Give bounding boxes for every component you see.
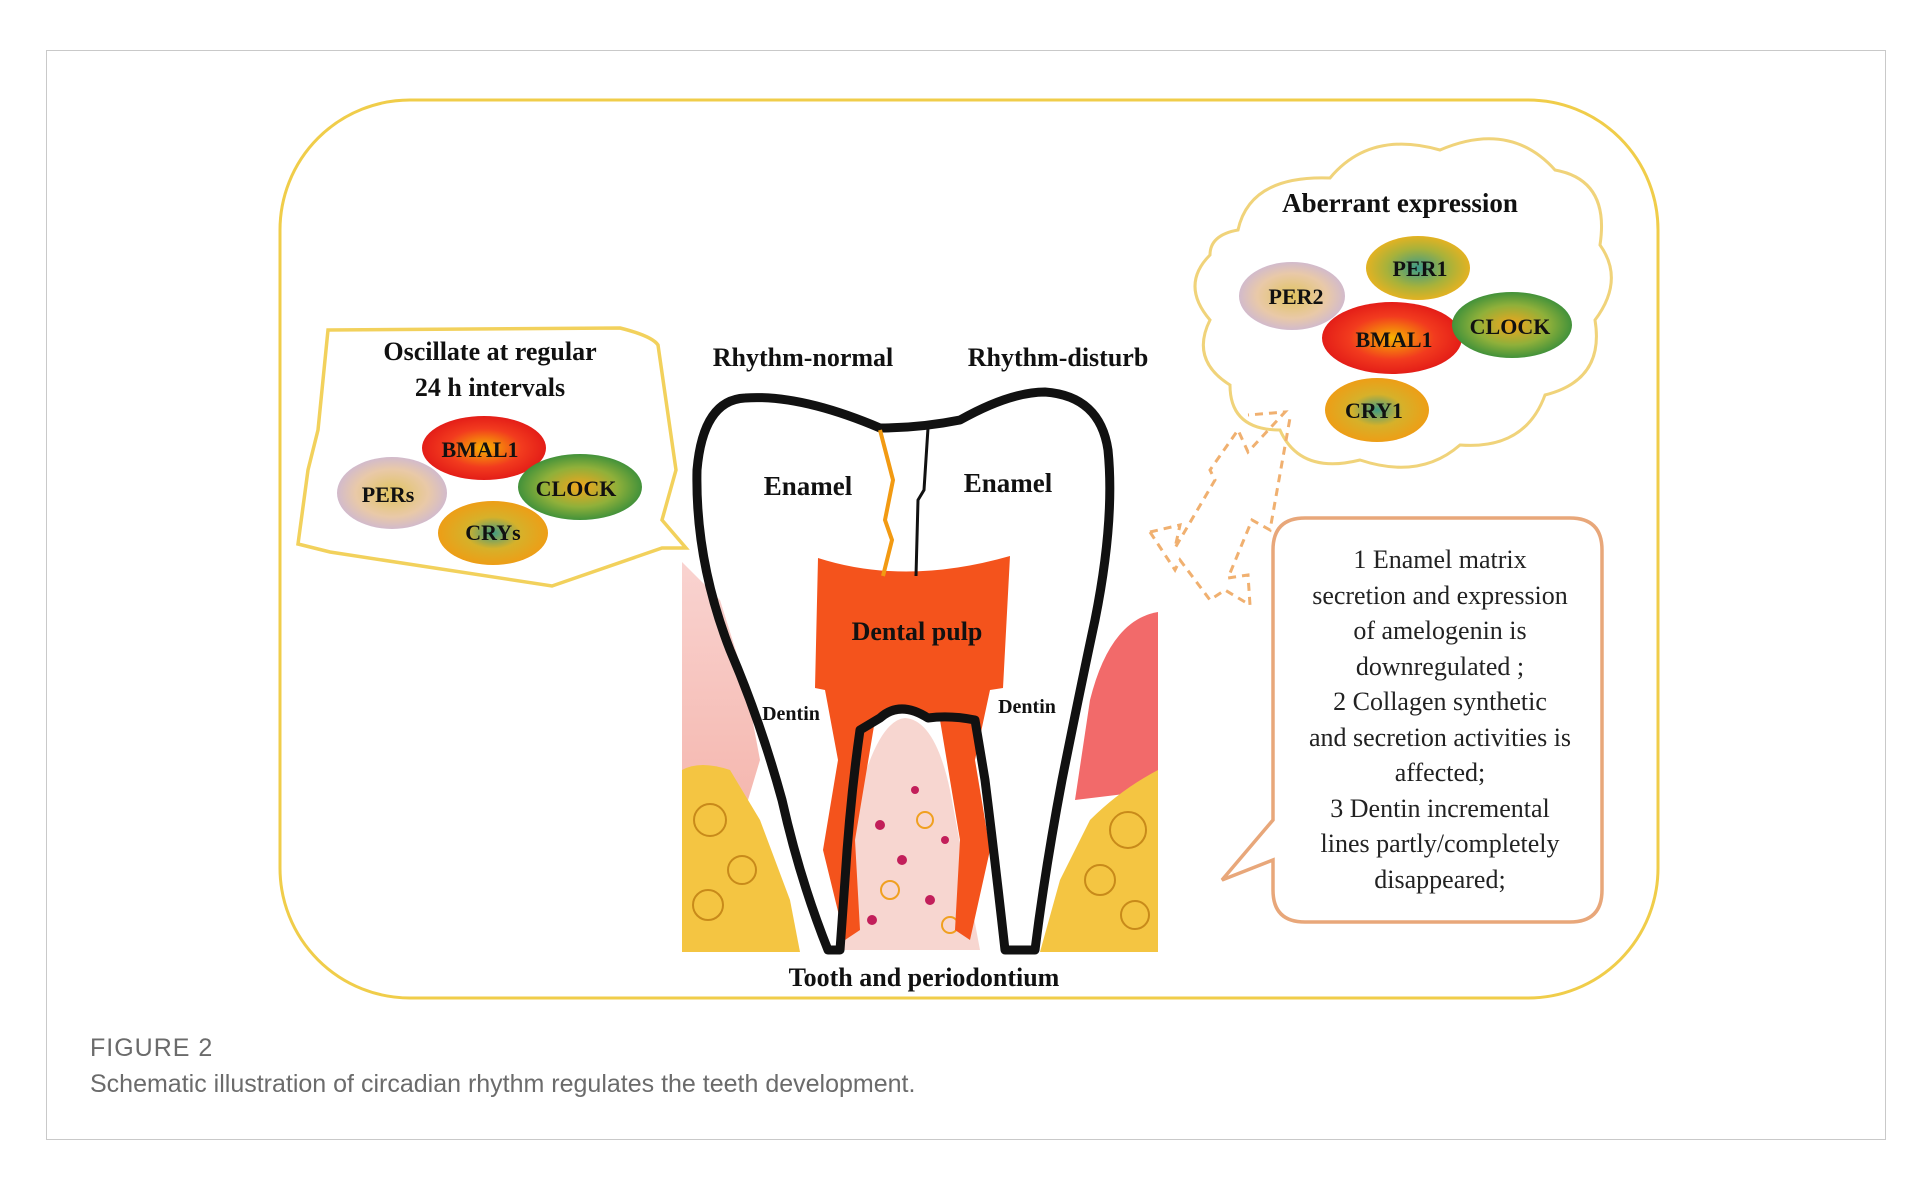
gene-label-bmal1: BMAL1	[442, 437, 519, 462]
effects-box-outline	[1220, 516, 1604, 924]
gene-label-cry1: CRY1	[1345, 398, 1403, 423]
tooth-illustration: Enamel Enamel Dental pulp Dentin Dentin …	[682, 387, 1158, 992]
dashed-double-arrow	[1148, 410, 1292, 608]
gene-bubble-per1	[1366, 236, 1470, 300]
figure-label: FIGURE 2	[90, 1034, 214, 1062]
dental-pulp-label: Dental pulp	[852, 617, 983, 646]
effect-line-2: secretion and expression	[1312, 581, 1568, 610]
dentin-left-label: Dentin	[762, 703, 820, 725]
effect-line-10: disappeared;	[1374, 865, 1505, 894]
tooth-periodontium-title: Tooth and periodontium	[789, 963, 1060, 992]
gene-bubble-clock	[518, 454, 642, 520]
gene-bubble-clock-aberrant	[1452, 292, 1572, 358]
bone-right	[1040, 770, 1158, 952]
figure-caption: Schematic illustration of circadian rhyt…	[90, 1070, 916, 1098]
gum-left	[682, 562, 760, 800]
left-box-title-line2: 24 h intervals	[415, 373, 565, 402]
gene-bubble-bmal1	[422, 416, 546, 480]
crack-disturb	[914, 427, 930, 577]
outer-panel	[278, 98, 1660, 1000]
rhythm-disturb-label: Rhythm-disturb	[968, 343, 1149, 372]
cloud-title: Aberrant expression	[1282, 188, 1518, 218]
effect-line-5: 2 Collagen synthetic	[1333, 687, 1547, 716]
dentin-right-label: Dentin	[998, 696, 1056, 718]
crack-normal	[878, 429, 896, 577]
gene-bubble-cry1	[1325, 378, 1429, 442]
gene-label-per2: PER2	[1269, 284, 1324, 309]
gene-bubble-crys	[438, 501, 548, 565]
effects-box: 1 Enamel matrix secretion and expression…	[1220, 516, 1604, 924]
effect-line-9: lines partly/completely	[1321, 829, 1560, 858]
effect-line-4: downregulated ;	[1356, 652, 1524, 681]
root-inner-tissue	[838, 718, 980, 950]
aberrant-expression-cloud: Aberrant expression PER1 PER2 BMAL1 CLOC…	[1193, 137, 1613, 469]
effect-line-8: 3 Dentin incremental	[1330, 794, 1549, 823]
tooth-outline	[692, 387, 1115, 955]
rhythm-normal-label: Rhythm-normal	[713, 343, 894, 372]
dental-pulp-shape	[815, 556, 1010, 940]
effect-line-3: of amelogenin is	[1353, 616, 1526, 645]
enamel-left-label: Enamel	[764, 471, 853, 501]
left-box-title-line1: Oscillate at regular	[383, 337, 596, 366]
bone-left	[682, 765, 800, 952]
gene-label-pers: PERs	[362, 482, 415, 507]
gene-label-bmal1-aberrant: BMAL1	[1356, 327, 1433, 352]
gene-label-clock-aberrant: CLOCK	[1470, 314, 1551, 339]
gene-label-crys: CRYs	[465, 520, 521, 545]
gene-label-clock: CLOCK	[536, 476, 617, 501]
enamel-right-label: Enamel	[964, 468, 1053, 498]
effect-line-6: and secretion activities is	[1309, 723, 1571, 752]
effect-line-1: 1 Enamel matrix	[1353, 545, 1526, 574]
gene-label-per1: PER1	[1393, 256, 1448, 281]
gene-bubble-per2	[1239, 262, 1345, 330]
left-oscillation-box: Oscillate at regular 24 h intervals BMAL…	[296, 326, 690, 588]
gum-right	[1075, 612, 1158, 800]
gene-bubble-pers	[337, 457, 447, 529]
effect-line-7: affected;	[1395, 758, 1485, 787]
gene-bubble-bmal1-aberrant	[1322, 302, 1462, 374]
figure-frame	[46, 50, 1886, 1140]
